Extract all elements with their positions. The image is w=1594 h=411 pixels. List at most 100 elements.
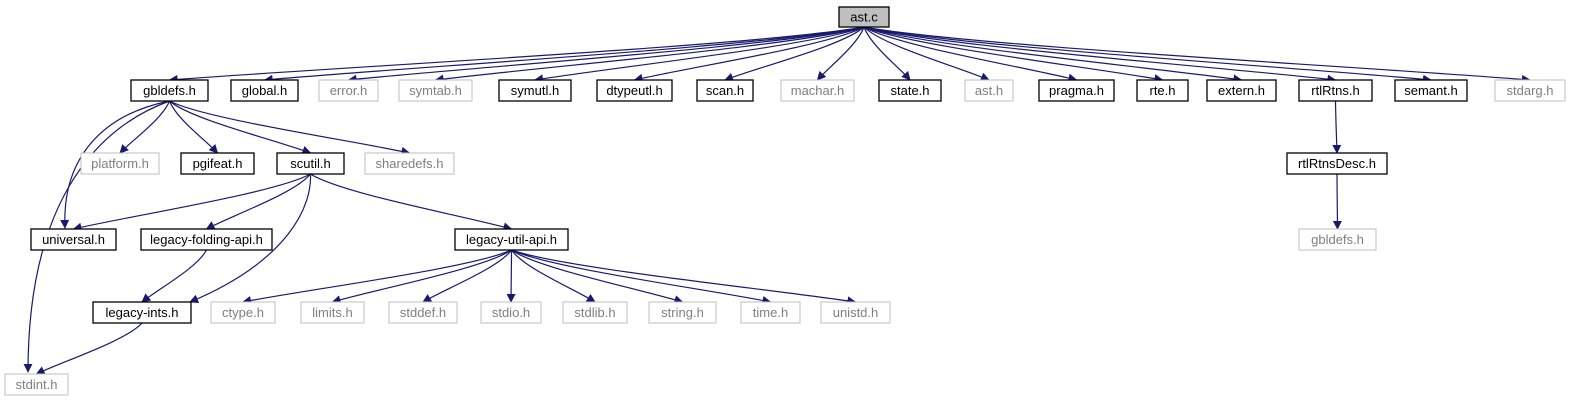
node-label: limits.h bbox=[312, 305, 352, 320]
node-universal-h[interactable]: universal.h bbox=[30, 228, 117, 251]
node-box bbox=[276, 152, 345, 175]
node-box bbox=[648, 301, 717, 324]
node-label: symtab.h bbox=[409, 83, 462, 98]
node-legacy-util-api-h[interactable]: legacy-util-api.h bbox=[454, 228, 569, 251]
node-label: legacy-ints.h bbox=[106, 305, 179, 320]
node-pgifeat-h[interactable]: pgifeat.h bbox=[180, 152, 255, 175]
edge-ast-c-to-ast-h bbox=[863, 26, 990, 81]
node-ast-c[interactable]: ast.c bbox=[838, 6, 890, 28]
edge-ast-c-to-stdarg-h bbox=[863, 26, 1531, 84]
node-stdlib-h: stdlib.h bbox=[562, 301, 628, 324]
node-label: rtlRtnsDesc.h bbox=[1298, 156, 1376, 171]
node-string-h: string.h bbox=[648, 301, 717, 324]
node-dtypeutl-h[interactable]: dtypeutl.h bbox=[596, 79, 673, 102]
node-rtlRtns-h[interactable]: rtlRtns.h bbox=[1298, 79, 1373, 102]
node-box bbox=[1136, 79, 1189, 102]
edge-ast-c-to-semant-h bbox=[863, 26, 1432, 84]
edge-scutil-h-to-universal-h bbox=[72, 173, 311, 232]
node-machar-h: machar.h bbox=[780, 79, 855, 102]
node-scutil-h[interactable]: scutil.h bbox=[276, 152, 345, 175]
node-box bbox=[1298, 79, 1373, 102]
node-box bbox=[388, 301, 458, 324]
node-box bbox=[740, 301, 801, 324]
node-box bbox=[480, 301, 542, 324]
edge-legacy-folding-api-h-to-legacy-ints-h bbox=[141, 249, 208, 303]
node-semant-h[interactable]: semant.h bbox=[1394, 79, 1468, 102]
node-box bbox=[180, 152, 255, 175]
edge-ast-c-to-error-h bbox=[347, 26, 865, 84]
node-box bbox=[398, 79, 473, 102]
node-label: gbldefs.h bbox=[1311, 232, 1364, 247]
node-box bbox=[1038, 79, 1115, 102]
node-box bbox=[92, 301, 192, 324]
edge-rtlRtns-h-to-rtlRtnsDesc-h bbox=[1332, 100, 1342, 154]
edge-scutil-h-to-legacy-ints-h bbox=[189, 173, 312, 304]
node-label: time.h bbox=[753, 305, 788, 320]
edge-rtlRtnsDesc-h-to-gbldefs-h-2 bbox=[1332, 173, 1342, 230]
node-state-h[interactable]: state.h bbox=[878, 79, 942, 102]
node-pragma-h[interactable]: pragma.h bbox=[1038, 79, 1115, 102]
node-box bbox=[318, 79, 379, 102]
edge-legacy-util-api-h-to-time-h bbox=[511, 249, 772, 305]
node-legacy-folding-api-h[interactable]: legacy-folding-api.h bbox=[140, 228, 273, 251]
node-gbldefs-h[interactable]: gbldefs.h bbox=[130, 79, 209, 102]
node-label: sharedefs.h bbox=[376, 156, 444, 171]
node-label: stdlib.h bbox=[574, 305, 615, 320]
node-label: stdint.h bbox=[16, 377, 58, 392]
node-label: global.h bbox=[242, 83, 288, 98]
edge-ast-c-to-rte-h bbox=[863, 26, 1164, 84]
edge-legacy-util-api-h-to-limits-h bbox=[331, 249, 512, 305]
node-rte-h[interactable]: rte.h bbox=[1136, 79, 1189, 102]
node-limits-h: limits.h bbox=[300, 301, 365, 324]
node-box bbox=[780, 79, 855, 102]
node-label: symutl.h bbox=[511, 83, 559, 98]
node-box bbox=[140, 228, 273, 251]
node-label: extern.h bbox=[1218, 83, 1265, 98]
node-layer: ast.c gbldefs.h global.h error.h symtab.h sym… bbox=[4, 6, 1566, 396]
node-box bbox=[696, 79, 754, 102]
node-label: pgifeat.h bbox=[193, 156, 243, 171]
node-box bbox=[454, 228, 569, 251]
edge-ast-c-to-state-h bbox=[863, 26, 911, 81]
node-rtlRtnsDesc-h[interactable]: rtlRtnsDesc.h bbox=[1286, 152, 1388, 175]
node-scan-h[interactable]: scan.h bbox=[696, 79, 754, 102]
node-extern-h[interactable]: extern.h bbox=[1206, 79, 1277, 102]
node-legacy-ints-h[interactable]: legacy-ints.h bbox=[92, 301, 192, 324]
node-ctype-h: ctype.h bbox=[210, 301, 276, 324]
node-ast-h: ast.h bbox=[964, 79, 1014, 102]
node-unistd-h: unistd.h bbox=[820, 301, 891, 324]
node-label: ast.h bbox=[975, 83, 1003, 98]
node-platform-h: platform.h bbox=[80, 152, 160, 175]
node-box bbox=[596, 79, 673, 102]
node-box bbox=[300, 301, 365, 324]
node-box bbox=[1494, 79, 1566, 102]
edge-gbldefs-h-to-stdint-h bbox=[23, 100, 170, 373]
node-label: rtlRtns.h bbox=[1311, 83, 1359, 98]
node-label: dtypeutl.h bbox=[606, 83, 662, 98]
edge-legacy-util-api-h-to-ctype-h bbox=[242, 249, 512, 305]
node-box bbox=[964, 79, 1014, 102]
node-box bbox=[30, 228, 117, 251]
node-stddef-h: stddef.h bbox=[388, 301, 458, 324]
node-box bbox=[838, 6, 890, 28]
node-label: state.h bbox=[890, 83, 929, 98]
node-label: scutil.h bbox=[290, 156, 330, 171]
edge-ast-c-to-symutl-h bbox=[534, 26, 865, 84]
edge-legacy-util-api-h-to-string-h bbox=[511, 249, 684, 304]
edge-gbldefs-h-to-sharedefs-h bbox=[169, 100, 411, 156]
node-label: stdio.h bbox=[492, 305, 530, 320]
edge-legacy-ints-h-to-stdint-h bbox=[35, 322, 143, 375]
edge-ast-c-to-symtab-h bbox=[434, 26, 865, 84]
node-box bbox=[1206, 79, 1277, 102]
node-label: gbldefs.h bbox=[143, 83, 196, 98]
node-global-h[interactable]: global.h bbox=[230, 79, 299, 102]
node-symutl-h[interactable]: symutl.h bbox=[498, 79, 572, 102]
node-box bbox=[1394, 79, 1468, 102]
node-error-h: error.h bbox=[318, 79, 379, 102]
edge-legacy-util-api-h-to-stddef-h bbox=[422, 249, 512, 303]
node-box bbox=[130, 79, 209, 102]
edge-gbldefs-h-to-scutil-h bbox=[169, 100, 312, 155]
node-label: ctype.h bbox=[222, 305, 264, 320]
node-label: scan.h bbox=[706, 83, 744, 98]
node-label: error.h bbox=[330, 83, 368, 98]
